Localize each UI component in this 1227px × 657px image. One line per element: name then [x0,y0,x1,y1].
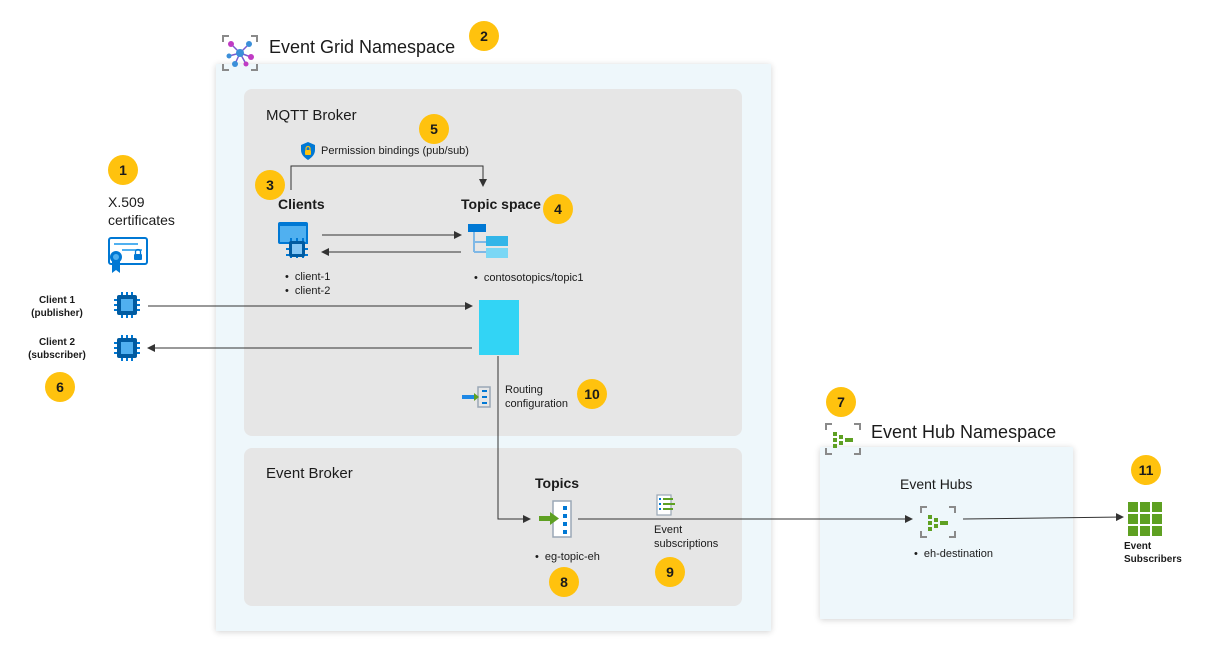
list-item: client-2 [285,284,330,298]
shield-lock-icon [300,142,316,160]
client1-label-line1: Client 1 [38,295,76,306]
list-item: contosotopics/topic1 [474,271,584,285]
event-subscribers-label: Event Subscribers [1124,540,1194,566]
subscribers-grid-icon [1128,502,1162,536]
routing-label-line2: configuration [505,398,568,410]
event-hub-icon [919,505,957,539]
event-hub-namespace-panel [820,447,1073,619]
subscriptions-icon [656,494,676,516]
client2-label: Client 2 (subscriber) [24,336,90,362]
topics-list: eg-topic-eh [535,550,600,564]
routing-connector [497,356,531,523]
clients-title: Clients [278,196,325,212]
clients-list: client-1 client-2 [285,270,330,298]
badge-9: 9 [655,557,685,587]
event-broker-title: Event Broker [266,465,353,482]
list-item: client-1 [285,270,330,284]
event-hubs-list: eh-destination [914,547,993,561]
event-grid-icon [221,34,259,72]
event-subscribers-label-line2: Subscribers [1124,554,1182,565]
badge-3: 3 [255,170,285,200]
certificates-label-line2: certificates [108,212,175,228]
client1-label: Client 1 (publisher) [24,294,90,320]
badge-11: 11 [1131,455,1161,485]
routing-label-line1: Routing [505,384,543,396]
client2-chip-icon [114,335,140,361]
certificates-label-line1: X.509 [108,194,145,210]
certificates-label: X.509 certificates [108,193,175,229]
event-grid-namespace-title: Event Grid Namespace [269,37,456,57]
subscriptions-label-line1: Event [654,524,683,536]
topic-space-title: Topic space [461,196,541,212]
mqtt-broker-section [244,89,742,436]
badge-6: 6 [45,372,75,402]
badge-1: 1 [108,155,138,185]
subscriptions-label: Event subscriptions [654,523,718,551]
list-item: eh-destination [914,547,993,561]
list-item: eg-topic-eh [535,550,600,564]
event-hub-namespace-icon [824,422,862,456]
badge-8: 8 [549,567,579,597]
routing-label: Routing configuration [505,383,568,411]
topic-space-block [479,300,519,355]
badge-4: 4 [543,194,573,224]
badge-2: 2 [469,21,499,51]
event-subscribers-label-line1: Event [1124,541,1152,552]
client2-label-line2: (subscriber) [28,350,86,361]
permission-bindings-label: Permission bindings (pub/sub) [321,145,469,157]
badge-5: 5 [419,114,449,144]
topic-icon [537,500,573,538]
mqtt-broker-title: MQTT Broker [266,107,357,124]
subscriptions-label-line2: subscriptions [654,538,719,550]
topic-space-icon [468,224,508,260]
event-hub-to-subscribers-arrow [962,513,1124,522]
badge-10: 10 [577,379,607,409]
topics-title: Topics [535,475,580,491]
client2-label-line1: Client 2 [38,337,76,348]
topic-space-list: contosotopics/topic1 [474,271,584,285]
badge-7: 7 [826,387,856,417]
event-hub-namespace-title: Event Hub Namespace [871,422,1057,442]
permission-binding-connector [290,165,487,190]
certificate-icon [108,237,150,275]
client1-chip-icon [114,292,140,318]
client1-label-line2: (publisher) [31,308,83,319]
routing-icon [462,386,492,408]
clients-icon [278,222,314,260]
event-hubs-title: Event Hubs [900,476,973,492]
